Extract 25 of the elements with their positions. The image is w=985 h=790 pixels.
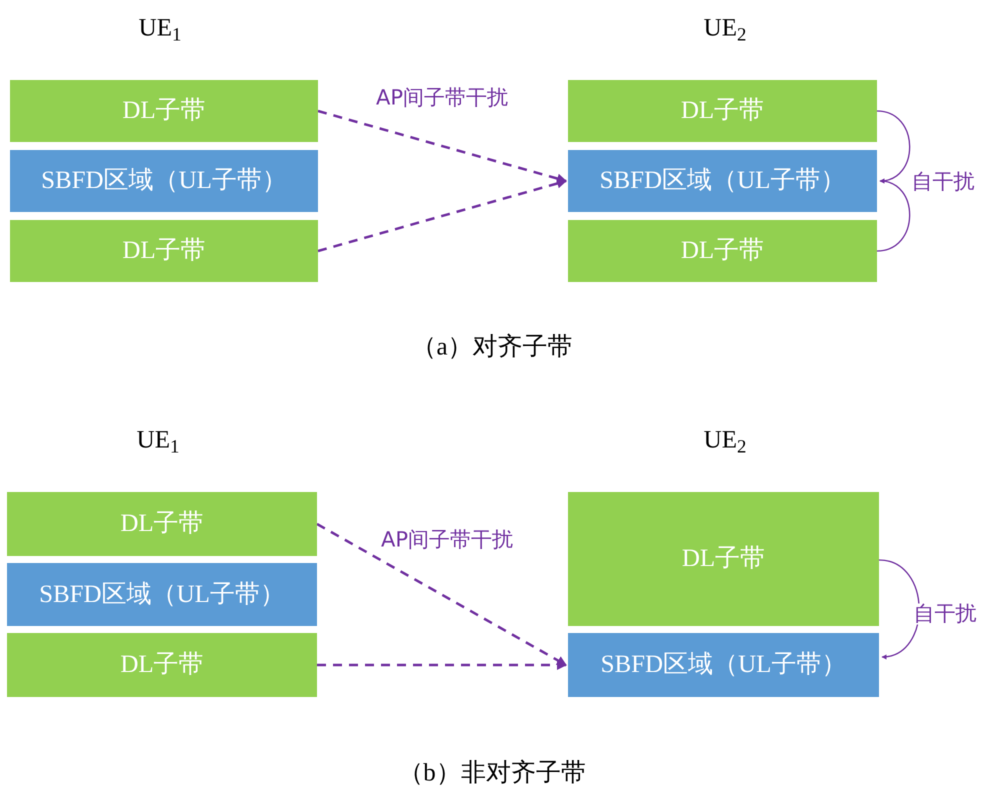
uplink-subband-block: SBFD区域（UL子带） xyxy=(568,150,877,212)
downlink-subband-block: DL子带 xyxy=(7,492,317,556)
ue-label: UE$_{2}$ xyxy=(704,428,746,452)
arrow xyxy=(318,178,567,252)
downlink-subband-block: DL子带 xyxy=(10,80,318,142)
downlink-subband-block: DL子带 xyxy=(568,492,879,626)
uplink-subband-block: SBFD区域（UL子带） xyxy=(568,633,879,697)
downlink-subband-block: DL子带 xyxy=(568,80,877,142)
uplink-subband-block: SBFD区域（UL子带） xyxy=(10,150,318,212)
edge-label: AP间子带干扰 xyxy=(374,88,510,108)
ue-label: UE$_{1}$ xyxy=(136,428,180,452)
arrow xyxy=(317,660,567,670)
figure-caption: （b）非对齐子带 xyxy=(398,760,586,786)
downlink-subband-block: DL子带 xyxy=(7,633,317,697)
uplink-subband-block: SBFD区域（UL子带） xyxy=(7,563,317,626)
arrow xyxy=(318,110,567,184)
ue-label: UE$_{2}$ xyxy=(704,16,746,40)
downlink-subband-block: DL子带 xyxy=(10,220,318,282)
arrow xyxy=(316,522,567,666)
edge-label: AP间子带干扰 xyxy=(378,530,516,550)
arrow xyxy=(876,110,910,183)
figure-caption: （a）对齐子带 xyxy=(411,334,573,360)
downlink-subband-block: DL子带 xyxy=(568,220,877,282)
ue-label: UE$_{1}$ xyxy=(138,16,182,40)
arrow xyxy=(876,179,910,252)
